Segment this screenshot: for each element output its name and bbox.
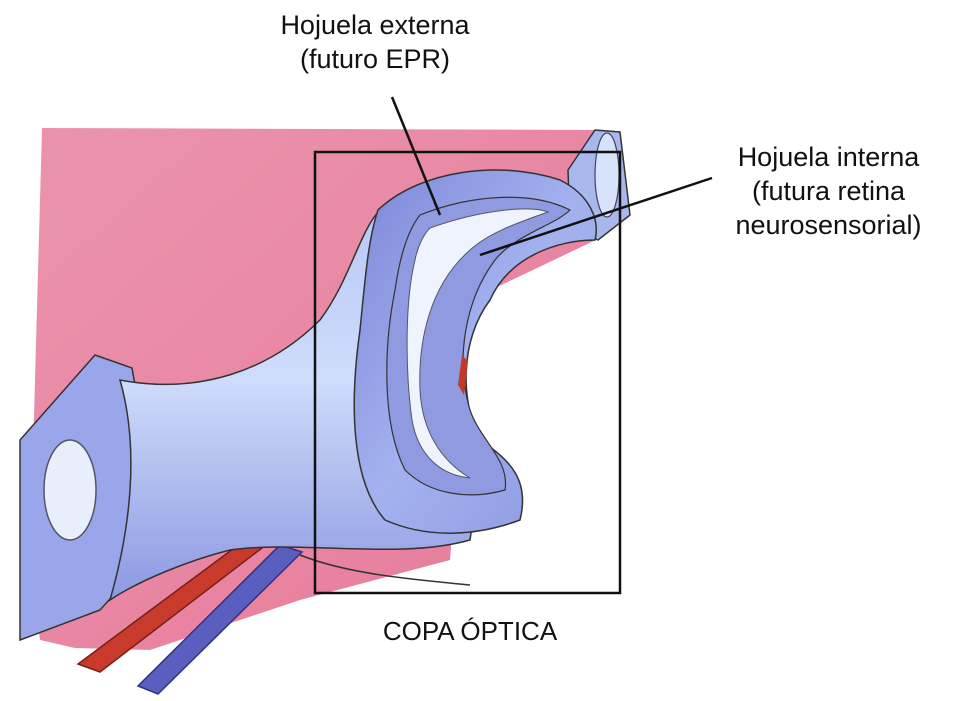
optic-stalk-lumen [44,440,96,540]
optic-cup-label: COPA ÓPTICA [340,614,600,648]
optic-stalk-stub-face [595,133,619,217]
inner-layer-label-line3: neurosensorial) [700,208,957,242]
outer-layer-label: Hojuela externa (futuro EPR) [245,8,505,76]
inner-layer-label-line1: Hojuela interna [700,140,957,174]
inner-layer-label-line2: (futura retina [700,174,957,208]
outer-layer-label-line1: Hojuela externa [245,8,505,42]
inner-layer-label: Hojuela interna (futura retina neurosens… [700,140,957,242]
outer-layer-label-line2: (futuro EPR) [245,42,505,76]
